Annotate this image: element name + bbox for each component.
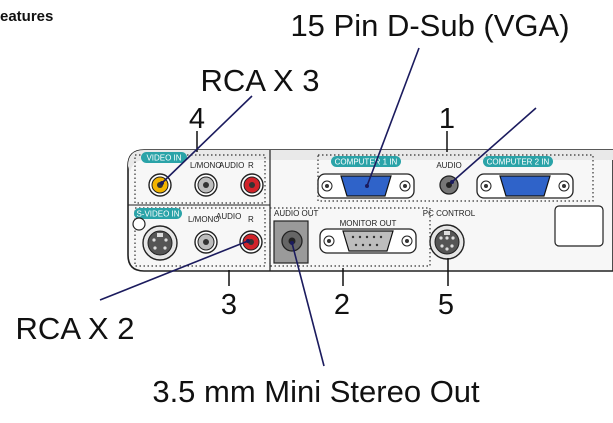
pc-control-label: PC CONTROL <box>423 209 476 218</box>
number-1: 1 <box>439 103 455 135</box>
audio-out-minijack <box>273 220 309 264</box>
computer1-in-label: COMPUTER 1 IN <box>335 158 398 167</box>
video-in-badge <box>141 152 187 163</box>
audio-r-jack-top <box>240 173 264 197</box>
audio-l-mono-jack-top <box>194 173 218 197</box>
features-heading-fragment: eatures <box>0 8 53 25</box>
audio-lmono-label-bottom: L/MONO <box>188 215 220 224</box>
audio-label: AUDIO <box>219 161 244 170</box>
monitor-out-vga-port <box>319 228 417 254</box>
mini-stereo-callout-label: 3.5 mm Mini Stereo Out <box>152 374 480 409</box>
computer2-in-label: COMPUTER 2 IN <box>487 158 550 167</box>
audio-lmono-label: L/MONO <box>190 161 222 170</box>
video-in-label: VIDEO IN <box>146 154 181 163</box>
vga-callout-label: 15 Pin D-Sub (VGA) <box>290 8 569 43</box>
computer2-in-vga-port <box>476 173 574 199</box>
audio-r-label-bottom: R <box>248 215 254 224</box>
rca3-callout-label: RCA X 3 <box>201 63 320 98</box>
mini-stereo-pointer <box>291 242 325 367</box>
pc-control-port <box>429 224 465 260</box>
number-4: 4 <box>189 103 205 135</box>
audio-r-label: R <box>248 161 254 170</box>
audio-in-pointer <box>451 107 537 183</box>
rca3-pointer <box>161 95 253 184</box>
callout-pointers <box>99 47 537 367</box>
audio-label-bottom: AUDIO <box>216 212 241 221</box>
svideo-in-label: S-VIDEO IN <box>136 210 179 219</box>
audio-out-label: AUDIO OUT <box>274 209 319 218</box>
vga-pointer <box>366 47 420 187</box>
monitor-out-label: MONITOR OUT <box>340 219 397 228</box>
computer2-in-badge <box>483 156 553 167</box>
group-outlines <box>134 154 594 267</box>
pointer-dots <box>160 180 454 245</box>
rca2-pointer <box>99 240 249 301</box>
number-3: 3 <box>221 289 237 321</box>
number-2: 2 <box>334 289 350 321</box>
security-slot <box>554 205 604 247</box>
computer1-in-badge <box>331 156 401 167</box>
svideo-in-jack <box>132 217 178 261</box>
audio-r-jack-bottom <box>239 230 263 254</box>
audio-in-label: AUDIO <box>436 161 461 170</box>
rca2-callout-label: RCA X 2 <box>16 311 135 346</box>
audio-l-mono-jack-bottom <box>194 230 218 254</box>
svideo-in-badge <box>134 208 182 219</box>
number-5: 5 <box>438 289 454 321</box>
